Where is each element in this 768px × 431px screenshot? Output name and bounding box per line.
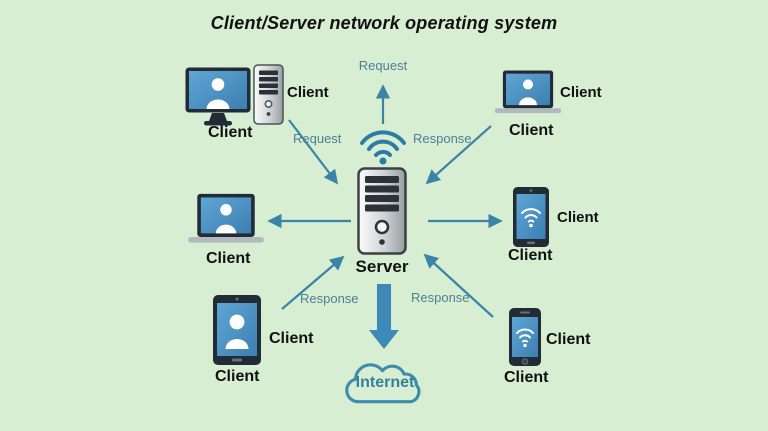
user-avatar-icon [215, 204, 237, 234]
laptop-icon-top-right [494, 70, 562, 114]
edge-label-response-bottom-right: Response [411, 290, 470, 305]
internet-label: Internet [355, 374, 415, 391]
smartphone-wifi-icon [509, 308, 541, 366]
server-tower-icon [357, 167, 407, 255]
client-label-middle-right-bottom: Client [508, 247, 553, 264]
internet-cloud-icon [345, 363, 421, 404]
edge-label-request-left: Request [293, 131, 342, 146]
arrow-request-topleft [288, 119, 339, 185]
user-avatar-icon [206, 78, 230, 109]
tablet-person-icon [213, 295, 261, 365]
edge-label-response-bottom-left: Response [300, 291, 359, 306]
server-label: Server [355, 257, 409, 276]
edge-label-request-top: Request [358, 58, 408, 73]
client-label-bottom-right-side: Client [546, 331, 591, 348]
page-title: Client/Server network operating system [210, 13, 558, 33]
client-label-bottom-right-bottom: Client [504, 369, 549, 386]
laptop-icon-middle-left [188, 193, 264, 243]
client-label-top-left-side: Client [287, 84, 329, 101]
desktop-tower-icon [253, 64, 284, 125]
client-label-bottom-left-side: Client [269, 330, 314, 347]
wifi-glyph [521, 208, 541, 223]
client-label-middle-left-bottom: Client [206, 250, 251, 267]
arrow-server-to-internet [369, 284, 399, 349]
client-label-bottom-left-bottom: Client [215, 368, 260, 385]
client-label-top-left-bottom: Client [208, 124, 253, 141]
client-label-top-right-side: Client [560, 84, 602, 101]
client-label-middle-right-side: Client [557, 209, 599, 226]
user-avatar-icon [225, 314, 249, 349]
edge-label-response-right: Response [413, 131, 472, 146]
desktop-monitor-icon [185, 67, 251, 126]
arrow-response-bottomright [423, 253, 494, 318]
user-avatar-icon [519, 79, 537, 106]
tablet-wifi-icon [513, 187, 549, 247]
wifi-icon [360, 130, 406, 165]
client-label-top-right-bottom: Client [509, 122, 554, 139]
wifi-glyph [516, 328, 534, 343]
